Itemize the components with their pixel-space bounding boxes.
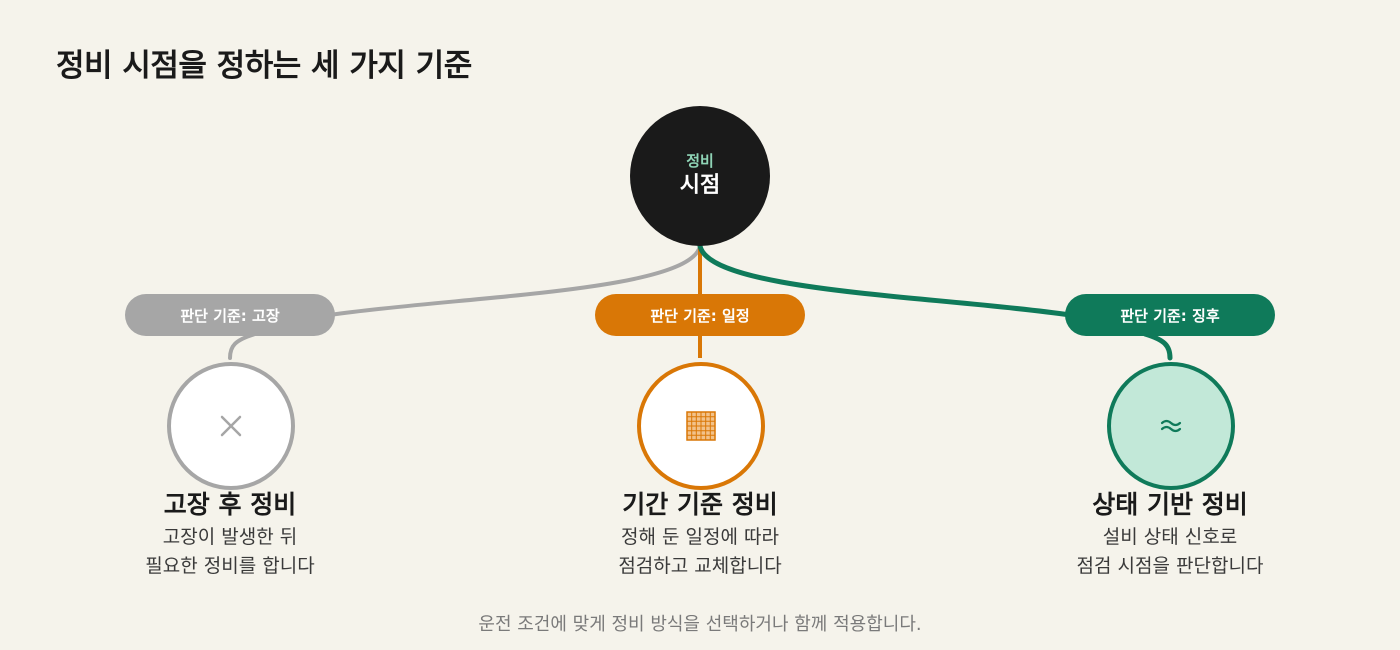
- branch-circle-failure: [167, 362, 295, 490]
- branch-desc-failure: 고장이 발생한 뒤 필요한 정비를 합니다: [80, 523, 380, 581]
- connector-hub-to-condition: [697, 243, 1073, 318]
- branch-heading-condition: 상태 기반 정비: [1092, 490, 1248, 519]
- x-mark-icon: [218, 413, 244, 439]
- connector-hub-to-failure: [328, 244, 702, 317]
- hub-node: 정비 시점: [630, 106, 770, 246]
- criterion-pill-schedule: 판단 기준: 일정: [595, 294, 805, 336]
- branch-desc-schedule: 정해 둔 일정에 따라 점검하고 교체합니다: [550, 523, 850, 581]
- diagram-title: 정비 시점을 정하는 세 가지 기준: [56, 48, 472, 84]
- branch-desc-line: 필요한 정비를 합니다: [145, 555, 315, 577]
- branch-heading-schedule: 기간 기준 정비: [622, 490, 778, 519]
- branch-desc-line: 고장이 발생한 뒤: [162, 526, 298, 548]
- branch-circle-condition: [1107, 362, 1235, 490]
- footer-note: 운전 조건에 맞게 정비 방식을 선택하거나 함께 적용합니다.: [478, 614, 922, 635]
- criterion-pill-condition: 판단 기준: 징후: [1065, 294, 1275, 336]
- branch-desc-line: 점검하고 교체합니다: [618, 555, 782, 577]
- branch-heading-failure: 고장 후 정비: [163, 490, 297, 519]
- criterion-pill-failure: 판단 기준: 고장: [125, 294, 335, 336]
- approx-wave-icon: [1159, 416, 1183, 436]
- connector-pill-to-failure-circle: [228, 332, 257, 360]
- branch-desc-line: 점검 시점을 판단합니다: [1076, 555, 1264, 577]
- branch-desc-line: 설비 상태 신호로: [1102, 526, 1238, 548]
- hub-big-label: 시점: [679, 173, 721, 198]
- branch-desc-condition: 설비 상태 신호로 점검 시점을 판단합니다: [1020, 523, 1320, 581]
- branch-circle-schedule: [637, 362, 765, 490]
- calendar-grid-icon: [686, 411, 716, 441]
- hub-small-label: 정비: [686, 152, 714, 170]
- branch-desc-line: 정해 둔 일정에 따라: [621, 526, 779, 548]
- connector-pill-to-condition-circle: [1142, 331, 1173, 361]
